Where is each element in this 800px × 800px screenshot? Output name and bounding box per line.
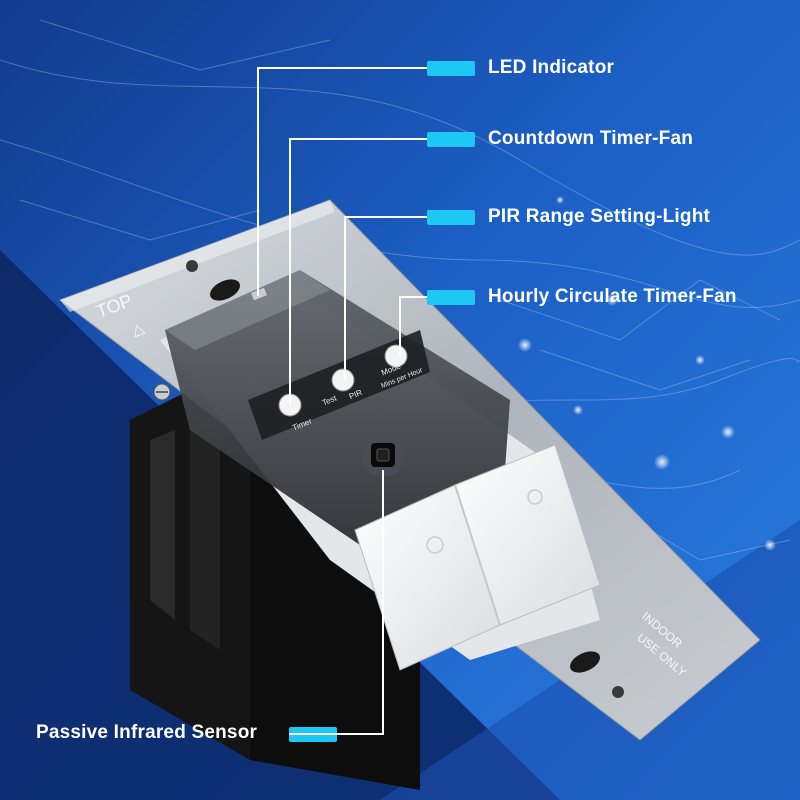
- callout-countdown-timer-fan: Countdown Timer-Fan: [488, 128, 694, 149]
- mounting-slot-bottom: [570, 651, 600, 673]
- leader-lines: [257, 67, 427, 735]
- dial-panel: [248, 330, 430, 440]
- marker-countdown-timer: [427, 132, 475, 147]
- network-nodes: [518, 196, 776, 551]
- mode-dial: [384, 344, 408, 368]
- callout-passive-infrared-sensor: Passive Infrared Sensor: [36, 722, 258, 743]
- fan-icon: [426, 536, 444, 554]
- plate-screw-bottom: [612, 686, 624, 698]
- mounting-slot-top: [210, 279, 240, 301]
- callout-pir-range-setting-light: PIR Range Setting-Light: [488, 206, 711, 227]
- callout-hourly-circulate-timer-fan: Hourly Circulate Timer-Fan: [488, 286, 737, 307]
- marker-pir-range: [427, 210, 475, 225]
- pir-sensor: [361, 433, 405, 477]
- callout-led-indicator: LED Indicator: [488, 57, 615, 78]
- marker-led-indicator: [427, 61, 475, 76]
- light-icon: [527, 489, 543, 505]
- network-lines: [0, 19, 800, 561]
- marker-hourly-circulate: [427, 290, 475, 305]
- plate-screw-top: [186, 260, 198, 272]
- pir-dial: [331, 368, 355, 392]
